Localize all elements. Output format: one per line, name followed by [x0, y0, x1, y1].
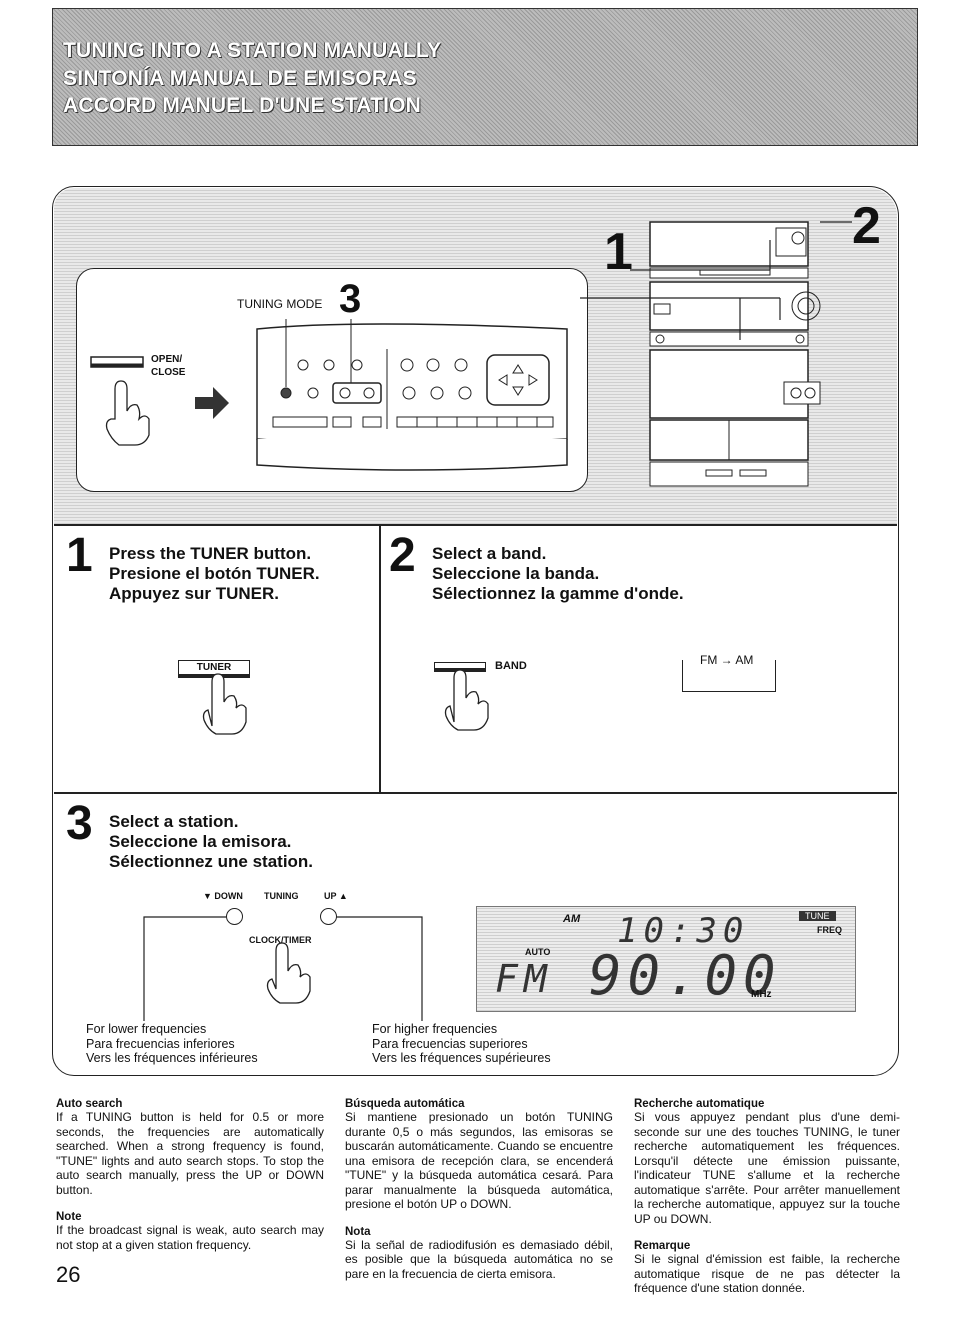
auto-search-body-fr: Si vous appuyez pendant plus d'une demi-…	[634, 1110, 900, 1226]
step-1-line-en: Press the TUNER button.	[109, 544, 312, 563]
tuner-display: AM 10:30 TUNE FREQ AUTO FM 90.00 MHz	[476, 906, 856, 1012]
higher-es: Para frecuencias superiores	[372, 1036, 528, 1051]
step-2-line-fr: Sélectionnez la gamme d'onde.	[432, 584, 684, 603]
close-label: CLOSE	[151, 367, 186, 378]
control-panel-closeup: TUNING MODE 3 OPEN/ CLOSE	[76, 268, 588, 492]
stereo-system-drawing	[580, 221, 852, 487]
divider-middle	[54, 792, 897, 794]
display-unit: MHz	[751, 989, 772, 1000]
hand-press-icon	[444, 669, 489, 731]
step-1-instructions: Press the TUNER button. Presione el botó…	[109, 544, 320, 604]
display-auto-indicator: AUTO	[525, 947, 551, 957]
higher-frequencies-caption: For higher frequencies Para frecuencias …	[372, 1022, 551, 1066]
note-body: If the broadcast signal is weak, auto se…	[56, 1223, 324, 1252]
step-1-number: 1	[66, 529, 93, 582]
callout-2: 2	[852, 197, 881, 255]
display-tune-indicator: TUNE	[799, 911, 836, 921]
tuning-down-label: ▼ DOWN	[203, 891, 243, 901]
spanish-column: Búsqueda automática Si mantiene presiona…	[345, 1098, 613, 1281]
open-label: OPEN/	[151, 354, 183, 365]
display-band: FM	[495, 957, 553, 1001]
display-freq-indicator: FREQ	[817, 925, 843, 935]
tuning-up-label: UP ▲	[324, 891, 348, 901]
lower-fr: Vers les fréquences inférieures	[86, 1051, 258, 1065]
callout-1: 1	[604, 223, 633, 281]
band-label: BAND	[495, 660, 527, 672]
open-close-label: OPEN/ CLOSE	[151, 353, 185, 379]
lower-es: Para frecuencias inferiores	[86, 1036, 235, 1051]
step-2-instructions: Select a band. Seleccione la banda. Séle…	[432, 544, 684, 604]
callout-3: 3	[339, 277, 362, 321]
auto-search-heading-fr: Recherche automatique	[634, 1098, 765, 1110]
tuning-buttons-drawing	[143, 916, 423, 1021]
lower-en: For lower frequencies	[86, 1022, 207, 1036]
step-3-line-es: Seleccione la emisora.	[109, 832, 292, 851]
higher-fr: Vers les fréquences supérieures	[372, 1051, 551, 1065]
clock-timer-label: CLOCK/TIMER	[249, 935, 312, 945]
tuning-up-button[interactable]	[320, 908, 337, 925]
tuning-label: TUNING	[264, 891, 299, 901]
note-heading: Note	[56, 1211, 82, 1223]
step-3-line-en: Select a station.	[109, 812, 239, 831]
note-body-fr: Si le signal d'émission est faible, la r…	[634, 1252, 900, 1295]
step-1-line-fr: Appuyez sur TUNER.	[109, 584, 280, 603]
step-3-line-fr: Sélectionnez une station.	[109, 852, 314, 871]
lower-frequencies-caption: For lower frequencies Para frecuencias i…	[86, 1022, 258, 1066]
divider-vertical	[379, 524, 381, 792]
tuning-mode-label: TUNING MODE	[237, 297, 323, 311]
note-heading-fr: Remarque	[634, 1240, 691, 1252]
band-cycle-loop	[682, 660, 776, 692]
auto-search-heading: Auto search	[56, 1098, 123, 1110]
french-column: Recherche automatique Si vous appuyez pe…	[634, 1098, 900, 1296]
display-am: AM	[563, 913, 581, 925]
control-panel-drawing	[90, 319, 568, 471]
step-3-instructions: Select a station. Seleccione la emisora.…	[109, 812, 313, 872]
hand-press-icon	[202, 673, 247, 735]
step-3-number: 3	[66, 797, 93, 850]
step-2-line-en: Select a band.	[432, 544, 547, 563]
note-body-es: Si la señal de radiodifusión es demasiad…	[345, 1237, 613, 1281]
display-frequency: 90.00	[589, 944, 782, 1007]
title-french: ACCORD MANUEL D'UNE STATION	[63, 94, 422, 117]
step-1-line-es: Presione el botón TUNER.	[109, 564, 320, 583]
step-2-line-es: Seleccione la banda.	[432, 564, 600, 583]
title-english: TUNING INTO A STATION MANUALLY	[63, 39, 442, 62]
instruction-panel	[52, 186, 899, 1076]
auto-search-body-es: Si mantiene presionado un botón TUNING d…	[345, 1110, 613, 1211]
display-time: 10:30	[617, 911, 750, 951]
band-cycle-label: FM → AM	[694, 653, 760, 667]
auto-search-heading-es: Búsqueda automática	[345, 1098, 465, 1110]
auto-search-body: If a TUNING button is held for 0.5 or mo…	[56, 1110, 324, 1197]
title-spanish: SINTONÍA MANUAL DE EMISORAS	[63, 67, 417, 90]
english-column: Auto search If a TUNING button is held f…	[56, 1098, 324, 1252]
step-2-number: 2	[389, 529, 416, 582]
note-heading-es: Nota	[345, 1225, 371, 1238]
higher-en: For higher frequencies	[372, 1022, 498, 1036]
divider-top	[54, 524, 897, 526]
tuning-down-button[interactable]	[226, 908, 243, 925]
title-banner: TUNING INTO A STATION MANUALLY SINTONÍA …	[52, 8, 918, 146]
page-number: 26	[56, 1262, 81, 1287]
